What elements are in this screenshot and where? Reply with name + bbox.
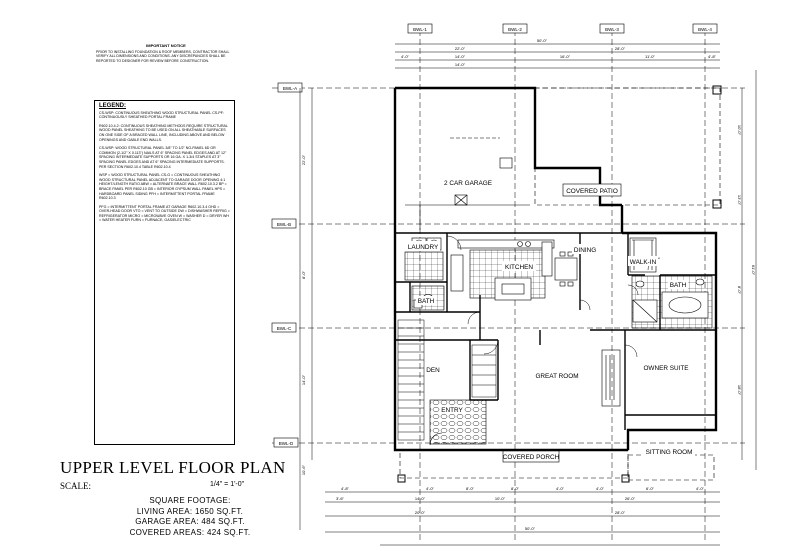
bwl-tag: BWL-D [279, 441, 294, 446]
dim-bottom: 4'-0" [556, 486, 565, 491]
notice-heading: IMPORTANT NOTICE [146, 43, 186, 48]
room-label-garage: 2 CAR GARAGE [444, 180, 492, 187]
bwl-tag: BWL-3 [605, 27, 619, 32]
dim-right: 10'-0" [737, 125, 742, 136]
legend-block: R602.10.4.2: CONTINUOUS SHEATHING METHOD… [99, 123, 228, 142]
room-label-owner-suite: OWNER SUITE [643, 365, 688, 372]
legend-block: CS-WSP: WOOD STRUCTURAL PANEL 3/8" TO 1/… [99, 146, 227, 169]
room-label-sitting-room: SITTING ROOM [646, 449, 693, 456]
dim-top: 11'-0" [645, 54, 655, 59]
dim-right: 18'-0" [737, 385, 742, 396]
dim-bottom2: 3'-6" [336, 496, 345, 501]
scale-label: SCALE: [60, 481, 92, 491]
dining-table [554, 251, 578, 287]
dim-bottom: 8'-0" [466, 486, 475, 491]
dim-top: 14'-0" [455, 54, 466, 59]
dim-bottom: 4'-0" [596, 486, 605, 491]
bwl-tag: BWL-C [277, 326, 292, 331]
dim-bottom: 4'-8" [341, 486, 350, 491]
garage [405, 137, 530, 230]
sqft-heading: SQUARE FOOTAGE: [149, 496, 231, 505]
legend-block: PFG = INTERMITTENT PORTAL FRAME AT GARAG… [99, 204, 230, 223]
dim-left: 10'-6" [301, 464, 306, 475]
scale-value: 1/4" = 1'-0" [210, 481, 245, 488]
dim-left: 8'-0" [301, 270, 306, 279]
square-footage: SQUARE FOOTAGE: LIVING AREA: 1650 SQ.FT.… [110, 496, 270, 538]
dimension-lines [299, 43, 757, 546]
legend-block: CS-WSP: CONTINUOUS SHEATHING WOOD STRUCT… [99, 110, 224, 120]
dim-bottom2: 14'-0" [415, 496, 426, 501]
important-notice: IMPORTANT NOTICE PRIOR TO INSTALLING FOU… [96, 43, 236, 96]
bwl-tag: BWL-B [277, 222, 291, 227]
dim-right-overall: 61'-0" [751, 265, 756, 276]
dim-top: 4'-0" [401, 54, 410, 59]
bwl-tag: BWL-A [283, 86, 297, 91]
dim-bottom2: 10'-0" [495, 496, 506, 501]
room-labels: 2 CAR GARAGE COVERED PATIO LAUNDRY KITCH… [406, 180, 695, 463]
sqft-covered: COVERED AREAS: 424 SQ.FT. [129, 527, 251, 537]
sqft-garage: GARAGE AREA: 484 SQ.FT. [135, 517, 245, 526]
dim-patio-width: 28'-0" [615, 46, 626, 51]
dim-left: 22'-0" [301, 154, 306, 165]
room-label-great-room: GREAT ROOM [535, 373, 578, 380]
dim-overall-top: 50'-0" [537, 38, 548, 43]
dim-bottom: 8'-0" [511, 486, 520, 491]
notice-text: PRIOR TO INSTALLING FOUNDATION & ROOF ME… [96, 49, 230, 63]
dim-bottom2: 26'-0" [625, 496, 636, 501]
dim-garage-width: 22'-0" [455, 46, 466, 51]
dim-overall-bottom: 50'-0" [525, 526, 536, 531]
dim-right: 13'-0" [737, 195, 742, 206]
dim-bottom: 6'-0" [646, 486, 655, 491]
room-label-laundry: LAUNDRY [408, 244, 439, 251]
dim-bottom3: 20'-0" [415, 510, 426, 515]
dim-bottom: 4'-0" [696, 486, 705, 491]
door-swings [446, 235, 661, 358]
sheet-title: UPPER LEVEL FLOOR PLAN [60, 458, 286, 477]
room-label-entry: ENTRY [441, 407, 463, 414]
walk-in-closet [629, 237, 657, 273]
dim-left: 14'-0" [301, 374, 306, 385]
room-label-walkin: WALK-IN [630, 259, 657, 266]
bwl-side-tags: BWL-A BWL-B BWL-C BWL-D [271, 82, 303, 448]
stairs [397, 319, 497, 441]
room-label-porch: COVERED PORCH [503, 454, 560, 461]
room-label-bath: BATH [418, 298, 435, 305]
bwl-tag: BWL-2 [508, 27, 522, 32]
room-label-kitchen: KITCHEN [505, 264, 533, 271]
bwl-tag: BWL-1 [413, 27, 427, 32]
fireplace [601, 349, 621, 407]
room-label-dining: DINING [574, 247, 596, 254]
room-label-den: DEN [426, 367, 440, 374]
room-label-patio: COVERED PATIO [566, 188, 618, 195]
dim-bottom: 4'-0" [426, 486, 435, 491]
kitchen [450, 239, 555, 301]
sqft-living: LIVING AREA: 1650 SQ.FT. [136, 506, 244, 516]
dim-top: 16'-0" [560, 54, 571, 59]
dim-right: 8'-0" [737, 286, 742, 295]
room-label-bath: BATH [670, 282, 687, 289]
bwl-tag: BWL-4 [698, 27, 712, 32]
dim-top: 4'-8" [708, 54, 717, 59]
dim-top: 14'-0" [455, 62, 466, 67]
legend-heading: LEGEND: [99, 103, 126, 109]
covered-patio [534, 85, 722, 209]
bwl-top-tags: BWL-1 BWL-2 BWL-3 BWL-4 [407, 23, 718, 34]
dimension-labels: 50'-0" 22'-0" 28'-0" 4'-0" 14'-0" 16'-0"… [301, 38, 756, 531]
dim-bottom3: 28'-0" [615, 510, 626, 515]
legend-block: WSP = WOOD STRUCTURAL PANEL CS-G = CONTI… [99, 173, 227, 201]
legend-box: LEGEND: CS-WSP: CONTINUOUS SHEATHING WOO… [94, 100, 235, 445]
